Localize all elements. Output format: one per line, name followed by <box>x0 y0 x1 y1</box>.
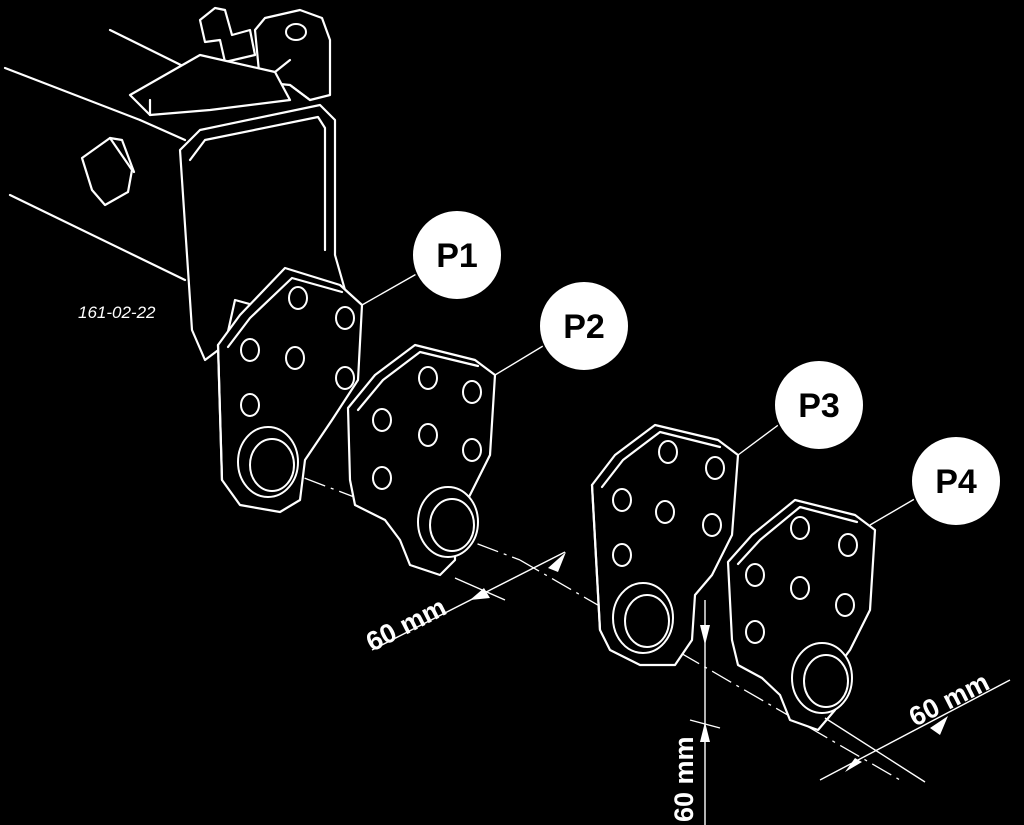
dimension-p4 <box>819 679 1011 783</box>
plate-p1 <box>216 266 364 514</box>
callout-p4: P4 <box>910 435 1002 527</box>
callout-label-p3: P3 <box>798 387 840 425</box>
figure-reference: 161-02-22 <box>78 303 156 322</box>
callout-p2: P2 <box>538 280 630 372</box>
dimension-p2-p3-label: 60 mm <box>361 592 451 658</box>
dim-label-p4: 60 mm <box>904 667 994 733</box>
dimension-p2-p3 <box>371 551 566 651</box>
callout-label-p1: P1 <box>436 237 478 275</box>
plate-p3 <box>590 423 740 667</box>
dim-label-vertical: 60 mm <box>669 736 699 822</box>
callout-label-p4: P4 <box>935 463 977 501</box>
dim-label-p2-p3: 60 mm <box>361 592 451 658</box>
dimension-vertical <box>689 600 721 825</box>
callout-label-p2: P2 <box>563 308 605 346</box>
callout-p1: P1 <box>411 209 503 301</box>
callout-p3: P3 <box>773 359 865 451</box>
top-bracket <box>128 6 332 117</box>
dimension-p4-label: 60 mm <box>904 667 994 733</box>
dimension-vertical-label: 60 mm <box>669 736 699 822</box>
plate-p4 <box>726 498 877 732</box>
rail-clip <box>80 136 136 207</box>
plate-p2 <box>346 343 497 577</box>
centerline <box>269 464 901 781</box>
callout-leaders <box>361 271 919 526</box>
